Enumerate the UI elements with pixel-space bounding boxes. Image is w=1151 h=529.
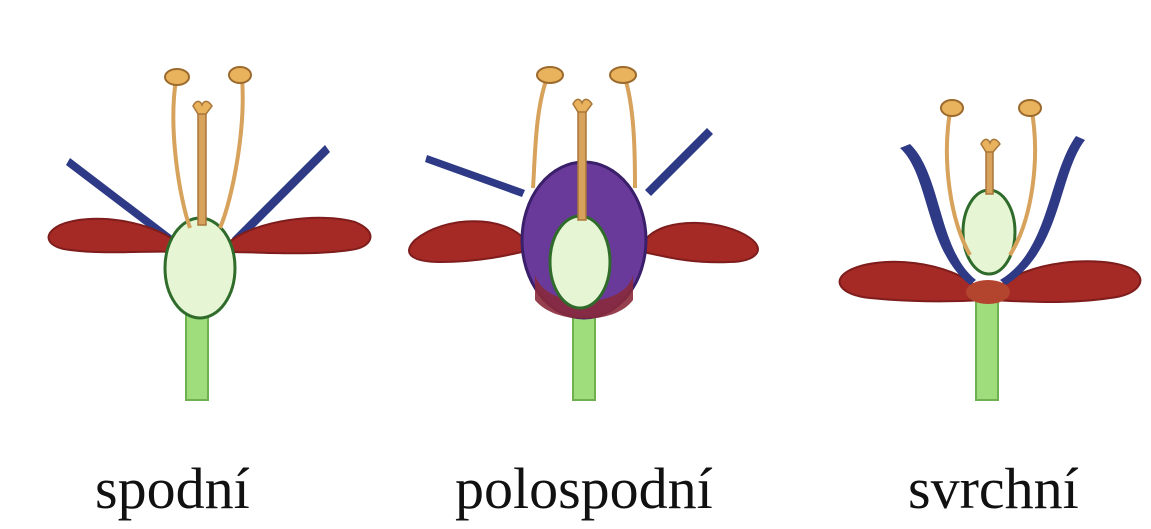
stamen-filament-right	[220, 78, 243, 228]
receptacle	[966, 280, 1010, 304]
caption-half-inferior: polospodní	[455, 460, 713, 518]
stigma	[193, 101, 212, 114]
petal-left	[409, 221, 530, 262]
petal-left	[49, 219, 178, 253]
anther-right	[229, 67, 251, 83]
style	[198, 110, 206, 225]
style	[986, 148, 993, 194]
stamen-filament-right	[625, 78, 635, 188]
stigma	[573, 99, 592, 112]
anther-left	[165, 69, 189, 85]
ovary	[165, 218, 235, 318]
style	[578, 108, 586, 220]
stamen-filament-left	[173, 80, 190, 228]
anther-left	[537, 67, 563, 83]
sepal-left	[425, 155, 525, 197]
sepal-right	[645, 128, 713, 196]
anther-left	[941, 100, 963, 116]
panel-half-inferior-ovary: polospodní	[395, 0, 785, 529]
half-inferior-ovary-flower-drawing	[395, 0, 785, 460]
caption-superior: svrchní	[908, 460, 1079, 518]
anther-right	[610, 67, 636, 83]
stem	[976, 300, 998, 400]
panel-superior-ovary: svrchní	[800, 0, 1151, 529]
ovary	[963, 190, 1015, 274]
anther-right	[1019, 100, 1041, 116]
caption-inferior: spodní	[95, 460, 250, 518]
petal-right	[643, 223, 758, 262]
panel-inferior-ovary: spodní	[0, 0, 390, 529]
petal-right	[990, 261, 1140, 302]
stigma	[981, 139, 1000, 152]
superior-ovary-flower-drawing	[800, 0, 1151, 460]
inferior-ovary-flower-drawing	[0, 0, 390, 460]
stamen-filament-left	[533, 78, 547, 188]
ovary	[550, 216, 610, 308]
